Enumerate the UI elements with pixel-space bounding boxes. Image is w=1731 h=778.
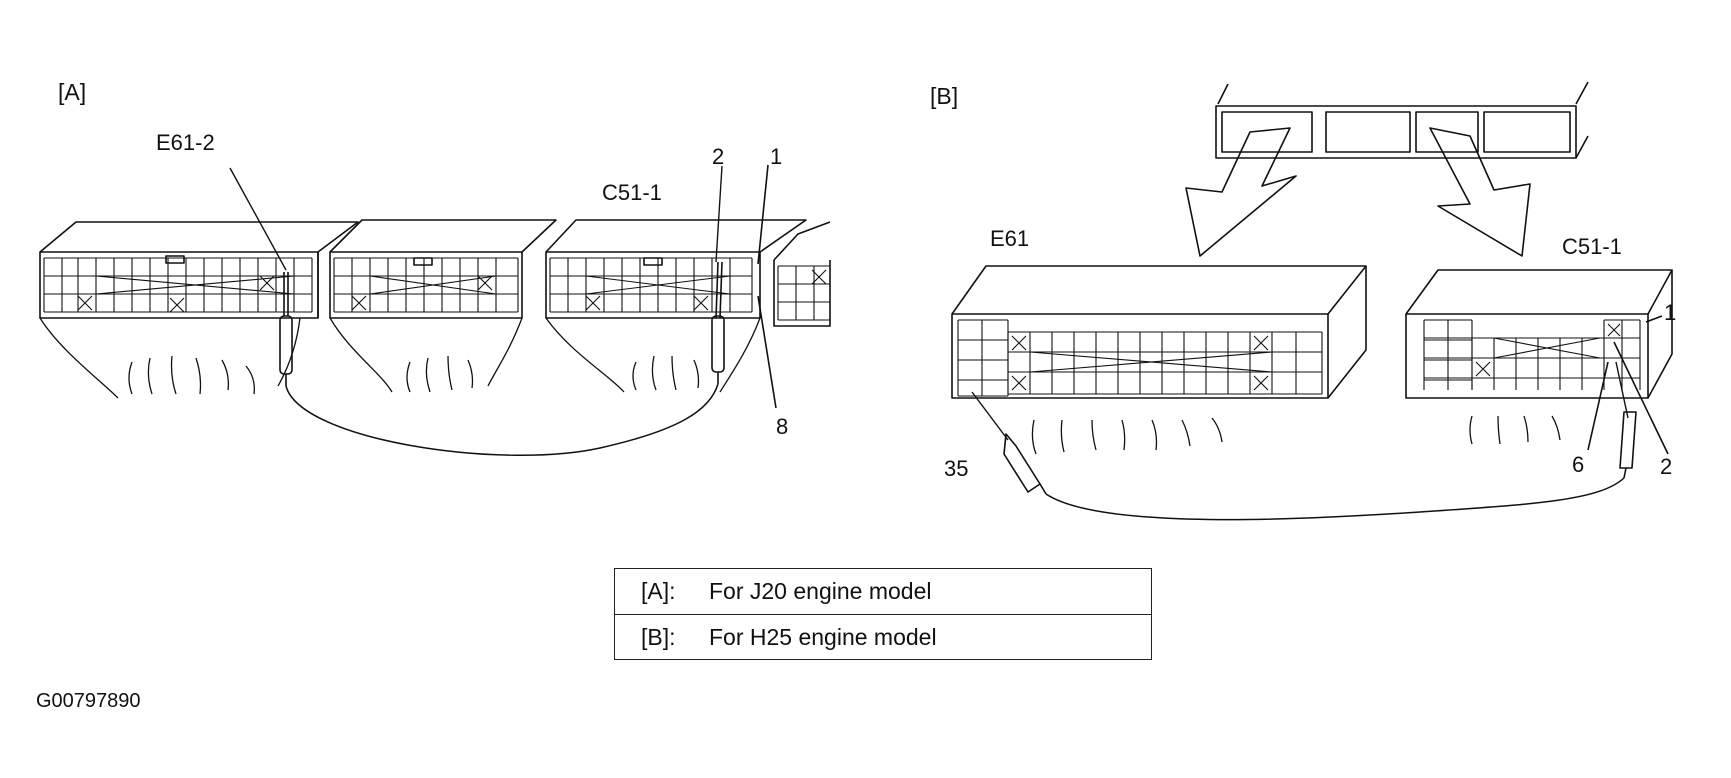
label-pin-8-a: 8 bbox=[776, 414, 788, 439]
panel-b-harness bbox=[1031, 415, 1561, 455]
legend-row: [B]: For H25 engine model bbox=[615, 614, 1151, 659]
label-pin-1-a: 1 bbox=[770, 144, 782, 169]
figure-id: G00797890 bbox=[36, 690, 141, 712]
panel-b-test-lead bbox=[971, 315, 1669, 521]
label-pin-1-b: 1 bbox=[1664, 300, 1676, 325]
label-pin-2-a: 2 bbox=[712, 144, 724, 169]
label-pin-2-b: 2 bbox=[1660, 454, 1672, 479]
legend-text: For H25 engine model bbox=[709, 623, 937, 650]
label-c51-1-a: C51-1 bbox=[602, 180, 662, 205]
legend-table: [A]: For J20 engine model [B]: For H25 e… bbox=[614, 568, 1152, 660]
panel-b-relay-block bbox=[1215, 81, 1589, 159]
panel-a-harness bbox=[39, 317, 761, 399]
panel-a-tag: [A] bbox=[58, 79, 86, 105]
legend-row: [A]: For J20 engine model bbox=[615, 569, 1151, 614]
panel-b-arrows bbox=[1185, 127, 1531, 257]
label-pin-6: 6 bbox=[1572, 452, 1584, 477]
panel-a-test-lead bbox=[229, 164, 777, 456]
legend-key: [B]: bbox=[641, 623, 676, 650]
legend-key: [A]: bbox=[641, 578, 676, 604]
panel-b-tag: [B] bbox=[930, 83, 958, 109]
label-c51-1-b: C51-1 bbox=[1562, 234, 1622, 259]
legend-text: For J20 engine model bbox=[709, 578, 932, 604]
panel-b-terminal-grid bbox=[957, 319, 1641, 397]
label-pin-35: 35 bbox=[944, 456, 968, 481]
label-e61: E61 bbox=[990, 226, 1029, 251]
panel-b-connectors bbox=[951, 265, 1673, 399]
panel-a-terminal-grid bbox=[43, 257, 830, 321]
label-e61-2: E61-2 bbox=[156, 130, 215, 155]
